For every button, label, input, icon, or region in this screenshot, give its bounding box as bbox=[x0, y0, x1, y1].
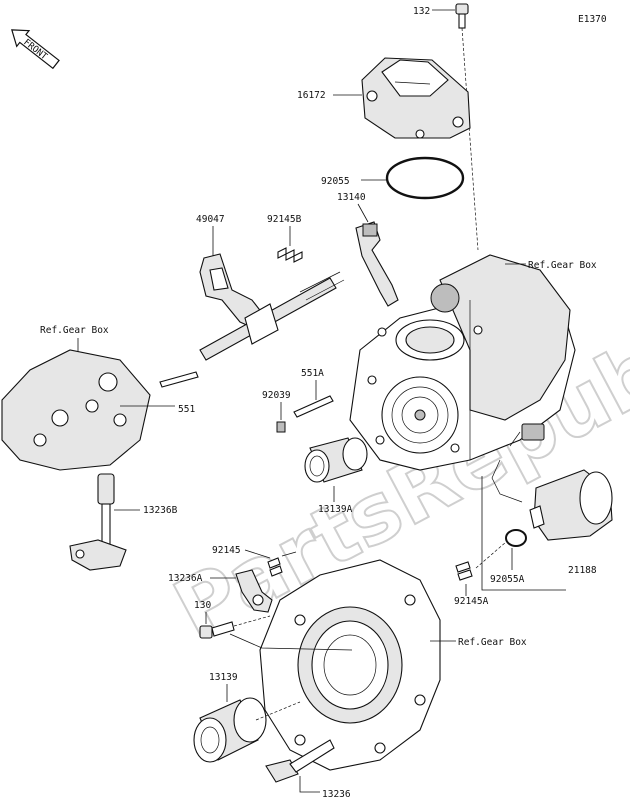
leader-13236 bbox=[299, 776, 320, 793]
diagram-ref-code: E1370 bbox=[578, 14, 607, 25]
callout-130: 130 bbox=[194, 600, 211, 611]
o-ring-92055a bbox=[505, 529, 527, 547]
shift-rod bbox=[199, 271, 345, 361]
leader-21188-bracket bbox=[481, 476, 566, 591]
o-ring-92055 bbox=[385, 156, 465, 200]
callout-551a: 551A bbox=[301, 368, 324, 379]
gear-box-left-casting bbox=[1, 349, 151, 471]
cover-16172 bbox=[361, 57, 471, 139]
axis-line-130 bbox=[233, 615, 271, 627]
leader-13140 bbox=[357, 203, 369, 223]
callout-13236b: 13236B bbox=[143, 505, 178, 516]
gear-box-lower-casting bbox=[259, 559, 441, 771]
callout-92145a: 92145A bbox=[454, 596, 489, 607]
leader-92145 bbox=[244, 549, 271, 559]
shaft-13236 bbox=[265, 739, 335, 783]
callout-13139: 13139 bbox=[209, 672, 238, 683]
spring-92145a bbox=[455, 561, 473, 581]
callout-13236a: 13236A bbox=[168, 573, 203, 584]
lever-13236a bbox=[235, 569, 273, 613]
callout-132: 132 bbox=[413, 6, 430, 17]
callout-92145: 92145 bbox=[212, 545, 241, 556]
shift-lever-13140 bbox=[355, 221, 399, 307]
axis-line-13139 bbox=[255, 701, 301, 721]
axis-line-92055a bbox=[475, 541, 507, 569]
callout-13140: 13140 bbox=[337, 192, 366, 203]
collar-92039 bbox=[276, 421, 286, 433]
callout-13139a: 13139A bbox=[318, 504, 353, 515]
callout-92145b: 92145B bbox=[267, 214, 302, 225]
callout-ref-gear-box-left: Ref.Gear Box bbox=[40, 325, 109, 336]
sleeve-13139a bbox=[304, 437, 368, 483]
callout-92055: 92055 bbox=[321, 176, 350, 187]
leader-130-to-casting bbox=[229, 633, 353, 651]
spring-92145 bbox=[267, 551, 297, 577]
callout-92055a: 92055A bbox=[490, 574, 525, 585]
actuator-21188 bbox=[491, 423, 613, 541]
callout-ref-gear-box-bottom: Ref.Gear Box bbox=[458, 637, 527, 648]
pin-551 bbox=[159, 371, 199, 388]
callout-16172: 16172 bbox=[297, 90, 326, 101]
shaft-13236b bbox=[69, 473, 127, 571]
callout-ref-gear-box-right: Ref.Gear Box bbox=[528, 260, 597, 271]
axis-line-132 bbox=[461, 27, 479, 251]
gear-case-housing bbox=[349, 254, 576, 471]
callout-551: 551 bbox=[178, 404, 195, 415]
bolt-132 bbox=[455, 3, 469, 29]
callout-13236: 13236 bbox=[322, 789, 351, 800]
callout-49047: 49047 bbox=[196, 214, 225, 225]
callout-92039: 92039 bbox=[262, 390, 291, 401]
bolt-130 bbox=[199, 621, 235, 639]
pin-551a bbox=[293, 395, 334, 418]
front-arrow-icon: FRONT bbox=[11, 29, 60, 70]
callout-21188: 21188 bbox=[568, 565, 597, 576]
spring-92145b bbox=[277, 247, 303, 263]
sleeve-13139 bbox=[193, 697, 267, 763]
